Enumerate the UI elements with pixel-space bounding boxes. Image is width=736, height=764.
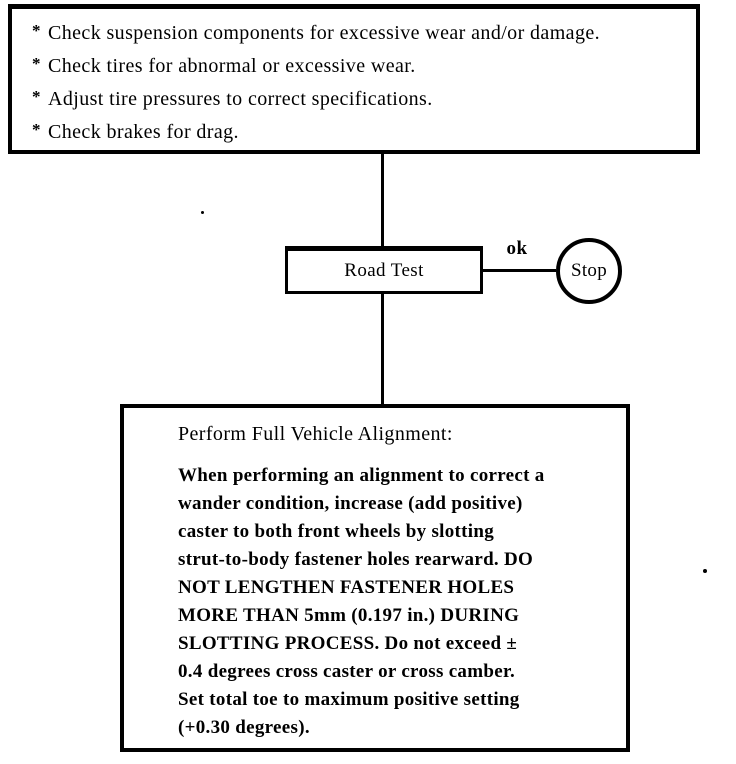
alignment-body-text: When performing an alignment to correct … [178, 465, 545, 738]
checklist-item-text: Check tires for abnormal or excessive we… [48, 55, 416, 77]
connector-roadtest-to-stop [483, 269, 556, 272]
connector-roadtest-to-alignment [381, 294, 384, 404]
scan-speck [201, 211, 204, 214]
alignment-instructions-box: Perform Full Vehicle Alignment: When per… [120, 404, 630, 752]
stop-node: Stop [556, 238, 622, 304]
stop-label: Stop [570, 260, 608, 281]
bullet-icon: * [32, 54, 41, 73]
ok-branch-label: ok [506, 238, 528, 259]
checklist-item-text: Check brakes for drag. [48, 121, 239, 143]
scan-speck [703, 569, 707, 573]
checklist-item-text: Adjust tire pressures to correct specifi… [48, 88, 433, 110]
road-test-label: Road Test [344, 260, 424, 281]
bullet-icon: * [32, 120, 41, 139]
inspection-checklist-box: * Check suspension components for excess… [8, 4, 700, 154]
checklist-item-text: Check suspension components for excessiv… [48, 22, 601, 44]
road-test-node: Road Test [285, 246, 483, 294]
alignment-title: Perform Full Vehicle Alignment: [178, 423, 453, 445]
bullet-icon: * [32, 21, 41, 40]
connector-checklist-to-roadtest [381, 153, 384, 247]
checklist-item: * Check brakes for drag. [32, 120, 688, 143]
checklist-item: * Check suspension components for excess… [32, 21, 688, 44]
bullet-icon: * [32, 87, 41, 106]
checklist-item: * Adjust tire pressures to correct speci… [32, 87, 688, 110]
checklist-item: * Check tires for abnormal or excessive … [32, 54, 688, 77]
